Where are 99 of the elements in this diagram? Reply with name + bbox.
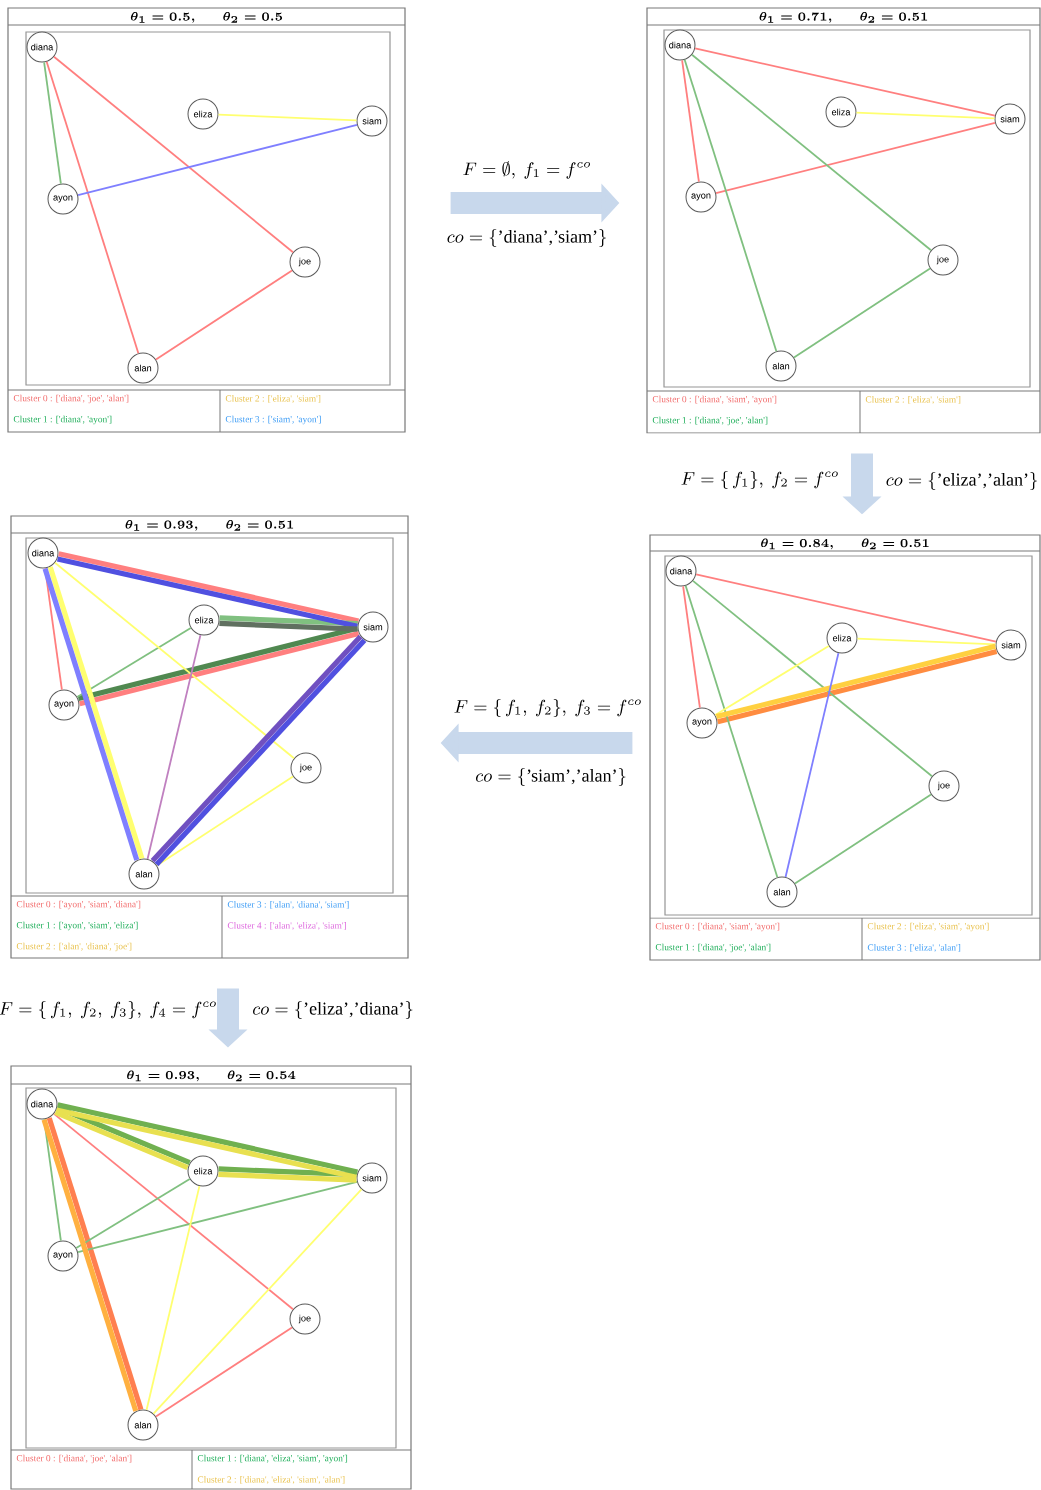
graph-edge — [53, 55, 294, 254]
graph-node: ayon — [47, 1240, 79, 1272]
graph-node: alan — [127, 352, 159, 384]
graph-edge — [695, 573, 997, 643]
graph-edge — [694, 47, 996, 117]
graph-node: eliza — [188, 604, 220, 636]
edge-label: $F = \{\, f_1,\ f_2,\ f_3\},\ f_4 = f^{co}$ — [0, 1001, 216, 1020]
graph-edge — [77, 1180, 358, 1254]
edge-label: $F = \{\, f_1,\ f_2\},\ f_3 = f^{co}$ — [454, 699, 641, 718]
graph-edge — [715, 121, 996, 195]
graph-node: ayon — [48, 689, 80, 721]
graph-edge — [155, 269, 293, 361]
graph-node: siam — [357, 611, 389, 643]
cluster-label: Cluster 2 : ['eliza', 'siam'] — [865, 396, 961, 404]
cluster-label: Cluster 3 : ['eliza', 'alan'] — [867, 944, 961, 952]
graph-node: diana — [27, 537, 59, 569]
cluster-label: Cluster 1 : ['diana', 'joe', 'alan'] — [652, 416, 768, 426]
graph-edge — [681, 59, 700, 183]
graph-edge — [692, 579, 933, 778]
cluster-label: Cluster 4 : ['alan', 'eliza', 'siam'] — [227, 922, 346, 930]
graph-edge — [217, 113, 358, 122]
graph-edge — [152, 1188, 363, 1415]
graph-edge — [54, 561, 295, 760]
graph-edge — [146, 634, 202, 860]
graph-edge — [156, 775, 294, 867]
formula-label: $co = \{\text{'eliza','alan'}\}$ — [886, 472, 1037, 491]
formula-label: $co = \{\text{'diana','siam'}\}$ — [447, 229, 606, 248]
formula-label: $co = \{\text{'siam','alan'}\}$ — [476, 768, 626, 787]
cluster-label: Cluster 3 : ['alan', 'diana', 'siam'] — [227, 901, 349, 909]
graph-node: eliza — [826, 622, 858, 654]
cluster-label: Cluster 1 : ['ayon', 'siam', 'eliza'] — [16, 921, 138, 931]
panel-heading: $\theta_1 = 0.93,\qquad \theta_2 = 0.51$ — [125, 520, 294, 531]
graph-edge — [145, 1185, 201, 1411]
graph-edge — [53, 1112, 294, 1311]
graph-node: joe — [289, 1303, 321, 1335]
formula-label: $co = \{\text{'eliza','diana'}\}$ — [253, 1001, 413, 1020]
panel-heading: $\theta_1 = 0.93,\qquad \theta_2 = 0.54$ — [127, 1070, 296, 1082]
graph-node: alan — [127, 1409, 159, 1441]
panel-heading: $\theta_1 = 0.5,\qquad \theta_2 = 0.5$ — [130, 12, 283, 23]
graph-edge — [691, 53, 932, 252]
cluster-label: Cluster 3 : ['siam', 'ayon'] — [225, 415, 321, 425]
graph-edge — [784, 652, 840, 878]
graph-node: diana — [26, 1088, 58, 1120]
graph-node: siam — [356, 1162, 388, 1194]
cluster-label: Cluster 1 : ['diana', 'joe', 'alan'] — [655, 943, 771, 953]
graph-node: ayon — [685, 181, 717, 213]
graph-edge — [43, 1118, 62, 1242]
panel-heading: $\theta_1 = 0.84,\qquad \theta_2 = 0.51$ — [761, 538, 929, 550]
graph-node: alan — [765, 350, 797, 382]
graph-node: eliza — [187, 98, 219, 130]
graph-edge — [684, 584, 779, 879]
cluster-label: Cluster 0 : ['diana', 'joe', 'alan'] — [13, 394, 129, 404]
graph-node: diana — [665, 555, 697, 587]
graph-edge — [856, 637, 997, 646]
graph-node: joe — [290, 752, 322, 784]
cluster-label: Cluster 2 : ['eliza', 'siam'] — [225, 395, 321, 403]
graph-node: eliza — [187, 1155, 219, 1187]
graph-node: ayon — [47, 183, 79, 215]
graph-node: siam — [994, 103, 1026, 135]
graph-node: joe — [289, 246, 321, 278]
cluster-label: Cluster 2 : ['alan', 'diana', 'joe'] — [16, 942, 132, 952]
graph-node: siam — [995, 629, 1027, 661]
graph-edge — [75, 1178, 191, 1249]
edge-label: $F = \emptyset,\ f_1 = f^{co}$ — [463, 161, 590, 179]
edge-label: $F = \{\, f_1\},\ f_2 = f^{co}$ — [681, 471, 838, 490]
graph-edge — [76, 627, 192, 698]
graph-node: diana — [26, 31, 58, 63]
graph-node: alan — [128, 858, 160, 890]
cluster-label: Cluster 2 : ['diana', 'eliza', 'siam', 'alan'] — [197, 1476, 345, 1484]
cluster-label: Cluster 0 : ['diana', 'siam', 'ayon'] — [652, 395, 777, 405]
graph-node: eliza — [825, 96, 857, 128]
graph-node: joe — [928, 770, 960, 802]
graph-edge — [682, 585, 701, 709]
graph-edge — [219, 620, 358, 632]
graph-edge — [794, 793, 932, 885]
graph-edge — [683, 58, 778, 353]
cluster-label: Cluster 1 : ['diana', 'eliza', 'siam', 'ayon'] — [197, 1454, 348, 1464]
graph-edge — [218, 1166, 357, 1178]
cluster-label: Cluster 1 : ['diana', 'ayon'] — [13, 415, 112, 425]
graph-edge — [45, 60, 140, 355]
graph-edge — [77, 123, 358, 197]
cluster-label: Cluster 0 : ['diana', 'joe', 'alan'] — [16, 1454, 132, 1464]
graph-edge — [43, 61, 62, 185]
graph-edge — [155, 1326, 293, 1418]
graph-node: diana — [664, 29, 696, 61]
graph-node: ayon — [686, 707, 718, 739]
graph-node: siam — [356, 105, 388, 137]
graph-edge — [855, 111, 996, 120]
graph-node: alan — [766, 876, 798, 908]
cluster-label: Cluster 0 : ['diana', 'siam', 'ayon'] — [655, 922, 780, 932]
graph-edge — [793, 267, 931, 359]
panel-heading: $\theta_1 = 0.71,\qquad \theta_2 = 0.51$ — [759, 12, 928, 23]
graph-edge — [714, 645, 830, 716]
cluster-label: Cluster 0 : ['ayon', 'siam', 'diana'] — [16, 900, 141, 910]
cluster-label: Cluster 2 : ['eliza', 'siam', 'ayon'] — [867, 922, 989, 932]
graph-edge — [218, 1171, 357, 1183]
graph-edge — [219, 615, 358, 627]
graph-node: joe — [927, 244, 959, 276]
graph-edge — [44, 567, 63, 691]
